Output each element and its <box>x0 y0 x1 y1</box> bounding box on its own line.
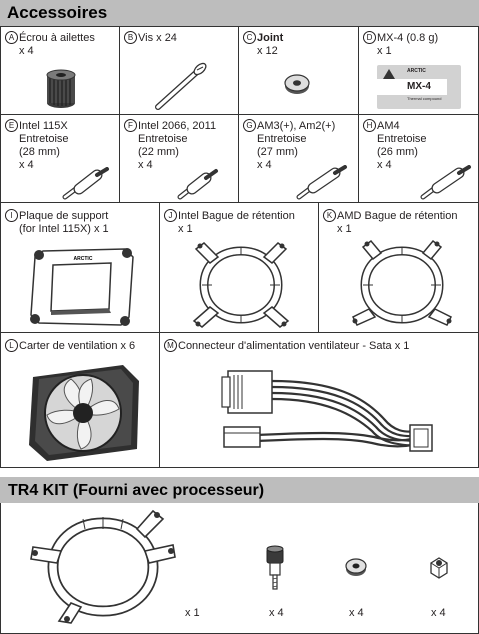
item-f-line2: Entretoise <box>138 133 188 145</box>
item-k-qty: x 1 <box>337 223 352 235</box>
item-i-line2: (for Intel 115X) x 1 <box>19 223 109 235</box>
item-g-badge: G <box>243 119 256 132</box>
tr4-nut-qty: x 4 <box>431 607 446 619</box>
item-i-name: Plaque de support <box>19 210 109 222</box>
tr4-kit-panel: x 1 x 4 x 4 x 4 <box>0 503 479 634</box>
item-e-name: Intel 115X <box>19 120 68 132</box>
item-g-name: AM3(+), Am2(+) <box>257 120 336 132</box>
tr4-nut-image <box>430 557 448 579</box>
item-c-name: Joint <box>257 32 284 44</box>
tr4-retention-frame-image <box>30 509 176 624</box>
item-a-qty: x 4 <box>19 45 34 57</box>
backplate-brand: ARCTIC <box>74 256 93 262</box>
thermal-paste-pack-brand: ARCTIC <box>407 68 426 74</box>
amd-retention-ring-image <box>351 239 453 326</box>
wing-nut-image <box>46 69 76 108</box>
thermal-paste-pack-image: ARCTIC MX-4 Thermal compound <box>377 65 461 109</box>
item-l-name: Carter de ventilation x 6 <box>19 340 136 352</box>
item-h-badge: H <box>363 119 376 132</box>
tr4-spacer-screw-image <box>266 545 284 590</box>
item-g-qty: x 4 <box>257 159 272 171</box>
backplate-image: ARCTIC <box>30 248 134 326</box>
item-d-badge: D <box>363 31 376 44</box>
item-c-qty: x 12 <box>257 45 278 57</box>
tr4-washer-qty: x 4 <box>349 607 364 619</box>
item-f-badge: F <box>124 119 137 132</box>
item-d-name: MX-4 (0.8 g) <box>377 32 439 44</box>
tr4-kit-section-header: TR4 KIT (Fourni avec processeur) <box>0 477 479 504</box>
item-d-qty: x 1 <box>377 45 392 57</box>
spacer-image <box>296 165 347 200</box>
item-m-name: Connecteur d'alimentation ventilateur - … <box>178 340 410 352</box>
thermal-paste-pack-subtitle: Thermal compound <box>407 96 442 101</box>
item-f-name: Intel 2066, 2011 <box>138 120 217 132</box>
item-i-badge: I <box>5 209 18 222</box>
sata-fan-power-connector-image <box>221 370 433 452</box>
tr4-spacer-qty: x 4 <box>269 607 284 619</box>
item-g-line2: Entretoise <box>257 133 307 145</box>
item-k-badge: K <box>323 209 336 222</box>
item-e-line3: (28 mm) <box>19 146 60 158</box>
fan-image <box>29 365 139 461</box>
spacer-image <box>177 169 218 200</box>
item-g-line3: (27 mm) <box>257 146 298 158</box>
item-e-qty: x 4 <box>19 159 34 171</box>
item-b-badge: B <box>124 31 137 44</box>
tr4-washer-image <box>345 558 367 576</box>
item-a-badge: A <box>5 31 18 44</box>
item-h-line3: (26 mm) <box>377 146 418 158</box>
item-m-badge: M <box>164 339 177 352</box>
intel-retention-ring-image <box>192 242 290 328</box>
washer-image <box>284 74 310 94</box>
item-l-badge: L <box>5 339 18 352</box>
item-h-name: AM4 <box>377 120 400 132</box>
item-j-badge: J <box>164 209 177 222</box>
item-h-qty: x 4 <box>377 159 392 171</box>
item-c-badge: C <box>243 31 256 44</box>
item-e-badge: E <box>5 119 18 132</box>
accessories-section-header: Accessoires <box>0 0 479 26</box>
screw-image <box>155 62 207 110</box>
thermal-paste-pack-label: MX-4 <box>407 81 431 92</box>
item-k-name: AMD Bague de rétention <box>337 210 458 222</box>
spacer-image <box>420 165 471 200</box>
item-b-name: Vis x 24 <box>138 32 177 44</box>
spacer-image <box>62 167 109 200</box>
item-j-qty: x 1 <box>178 223 193 235</box>
tr4-frame-qty: x 1 <box>185 607 200 619</box>
item-a-name: Écrou à ailettes <box>19 32 95 44</box>
item-j-name: Intel Bague de rétention <box>178 210 295 222</box>
item-e-line2: Entretoise <box>19 133 69 145</box>
item-f-qty: x 4 <box>138 159 153 171</box>
item-h-line2: Entretoise <box>377 133 427 145</box>
item-f-line3: (22 mm) <box>138 146 179 158</box>
